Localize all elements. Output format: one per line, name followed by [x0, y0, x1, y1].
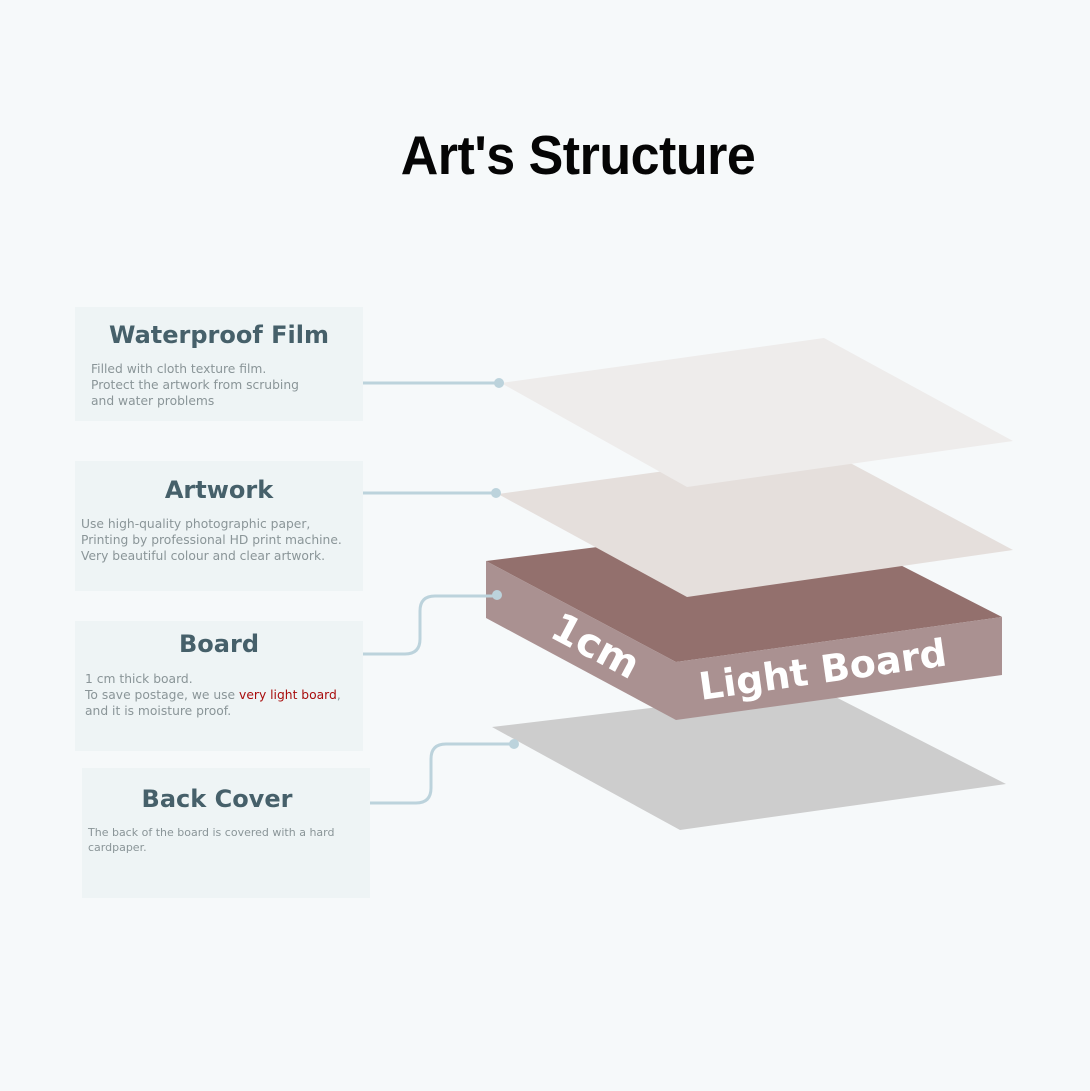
back-cover-description: The back of the board is covered with a …: [82, 825, 370, 855]
board-heading: Board: [179, 630, 259, 658]
board-line-3: and it is moisture proof.: [85, 704, 232, 718]
artwork-layer: [498, 449, 1013, 597]
board-line-2: To save postage, we use very light board…: [85, 687, 363, 703]
board-card: Board 1 cm thick board. To save postage,…: [75, 621, 363, 751]
back-cover-heading: Back Cover: [141, 785, 293, 813]
board-line-1: 1 cm thick board.: [85, 672, 193, 686]
artwork-line-1: Use high-quality photographic paper,: [81, 517, 311, 531]
board-description: 1 cm thick board. To save postage, we us…: [75, 671, 363, 719]
artwork-heading: Artwork: [164, 476, 274, 504]
page-title: Art's Structure: [400, 125, 756, 187]
back-cover-line-2: cardpaper.: [88, 841, 147, 854]
back-cover-connector: [368, 742, 516, 805]
film-connector-dot: [494, 378, 504, 388]
back-cover-layer: [492, 688, 1006, 830]
waterproof-film-line-3: and water problems: [91, 394, 215, 408]
artwork-line-2: Printing by professional HD print machin…: [81, 533, 342, 547]
board-connector: [360, 594, 499, 656]
back-cover-line-1: The back of the board is covered with a …: [88, 826, 335, 839]
waterproof-film-line-1: Filled with cloth texture film.: [91, 362, 267, 376]
artwork-connector-dot: [491, 488, 501, 498]
board-line-2-text: To save postage, we use: [85, 688, 240, 702]
artwork-card: Artwork Use high-quality photographic pa…: [75, 461, 363, 591]
back-cover-card: Back Cover The back of the board is cove…: [82, 768, 370, 898]
board-front-face: [676, 617, 1002, 720]
waterproof-film-heading: Waterproof Film: [108, 321, 330, 349]
board-line-2-end: ,: [336, 688, 341, 702]
board-connector-dot: [492, 590, 502, 600]
waterproof-film-layer: [501, 338, 1013, 487]
waterproof-film-description: Filled with cloth texture film. Protect …: [75, 361, 363, 409]
artwork-line-3: Very beautiful colour and clear artwork.: [81, 549, 325, 563]
board-highlight-text: very light board: [239, 688, 337, 702]
board-left-face: [486, 561, 676, 720]
waterproof-film-card: Waterproof Film Filled with cloth textur…: [75, 307, 363, 421]
waterproof-film-line-2: Protect the artwork from scrubing: [91, 378, 299, 392]
back-cover-connector-dot: [509, 739, 519, 749]
artwork-description: Use high-quality photographic paper, Pri…: [75, 516, 363, 564]
